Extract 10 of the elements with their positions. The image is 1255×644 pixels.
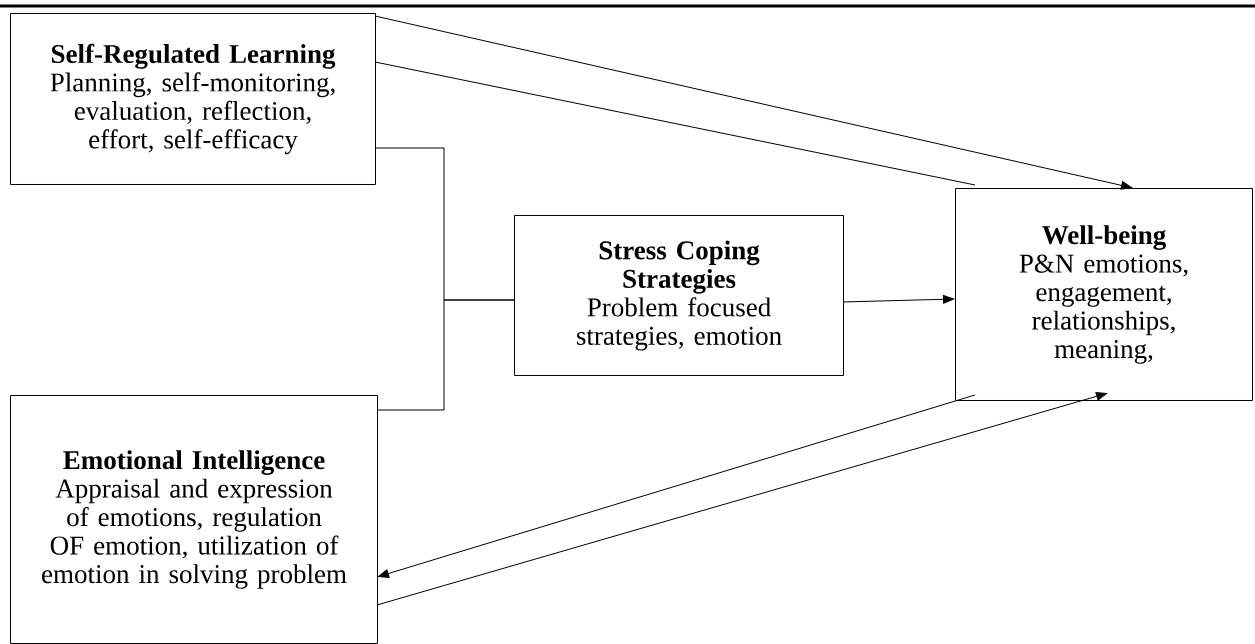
concept-box: Well-being P&N emotions, engagement, relationships, meaning, bbox=[955, 188, 1253, 401]
connector-line bbox=[374, 61, 976, 186]
concept-box: Stress Coping Strategies Problem focused strategies, emotion bbox=[514, 215, 844, 376]
arrow bbox=[376, 391, 1108, 606]
arrow bbox=[377, 394, 976, 578]
concept-box: Emotional Intelligence Appraisal and expression of emotions, regulation OF emotion, utilization of emotion in solving problem bbox=[10, 395, 378, 644]
arrow bbox=[842, 294, 955, 304]
concept-box: Self-Regulated Learning Planning, self-monitoring, evaluation, reflection, effort, self-efficacy bbox=[10, 13, 376, 185]
arrow bbox=[374, 15, 1133, 190]
connector-line bbox=[376, 299, 515, 411]
